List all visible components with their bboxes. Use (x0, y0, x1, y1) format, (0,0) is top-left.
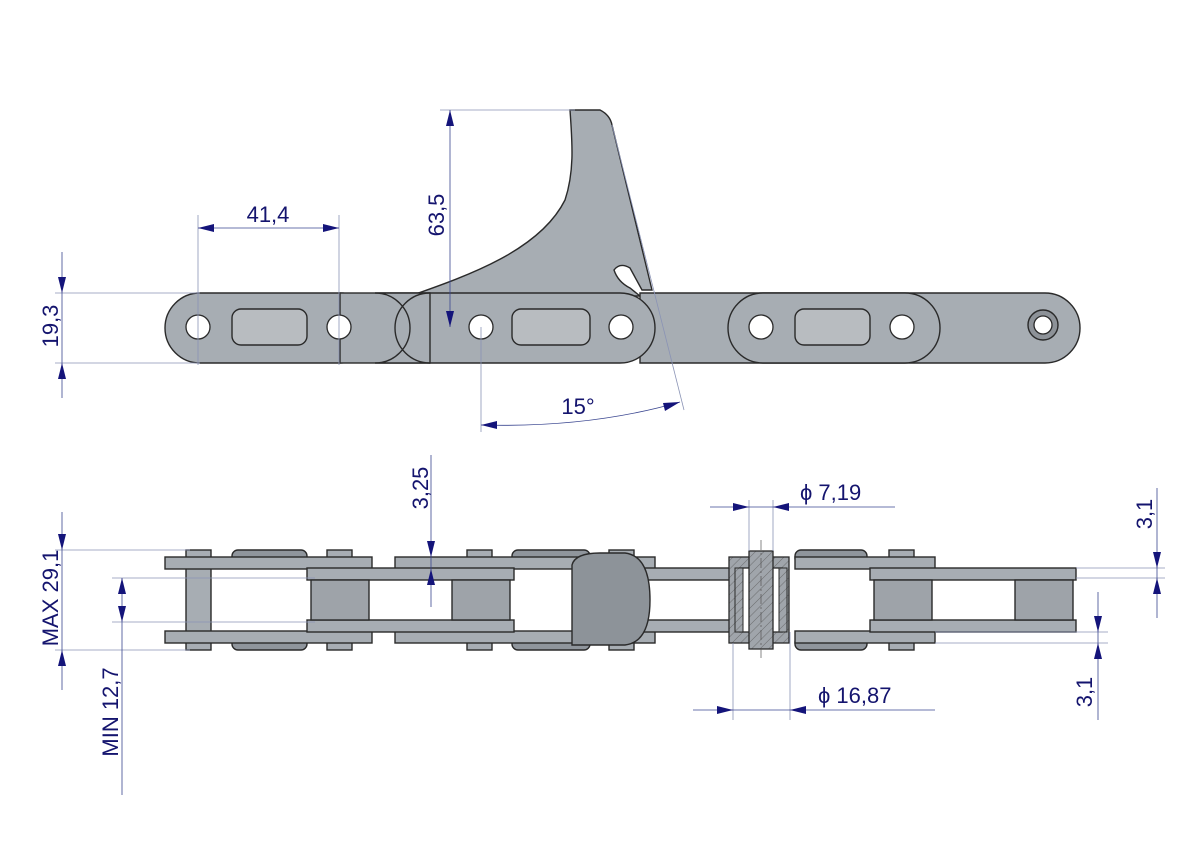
rollers (310, 579, 1074, 621)
dim-min-inner-label: MIN 12,7 (98, 667, 123, 756)
plate-slots (231, 308, 871, 346)
connector-plate-ends (374, 292, 431, 364)
section-cut (728, 540, 790, 660)
dim-pitch-label: 41,4 (247, 202, 290, 227)
dim-outer-plate-bottom-label: 3,1 (1072, 677, 1097, 708)
top-view: 41,4 19,3 63,5 15° (38, 109, 1081, 432)
side-view: MAX 29,1 MIN 12,7 3,25 ϕ 7,19 ϕ 16,87 (38, 455, 1165, 795)
dim-angle-label: 15° (561, 394, 594, 419)
dim-max-width-label: MAX 29,1 (38, 550, 63, 647)
connector-plate (339, 292, 431, 364)
outer-plates (164, 556, 936, 644)
attachment-roller (571, 552, 651, 646)
dim-roller-diameter-label: ϕ 16,87 (818, 683, 892, 708)
dim-attachment-height-label: 63,5 (424, 194, 449, 237)
dim-plate-height-label: 19,3 (38, 305, 63, 348)
dim-outer-plate-top-label: 3,1 (1132, 499, 1157, 530)
dim-pin-diameter-label: ϕ 7,19 (800, 480, 861, 505)
inner-plates (306, 567, 1077, 633)
dim-plate-thickness-label: 3,25 (408, 467, 433, 510)
attachment-wing (409, 109, 653, 297)
